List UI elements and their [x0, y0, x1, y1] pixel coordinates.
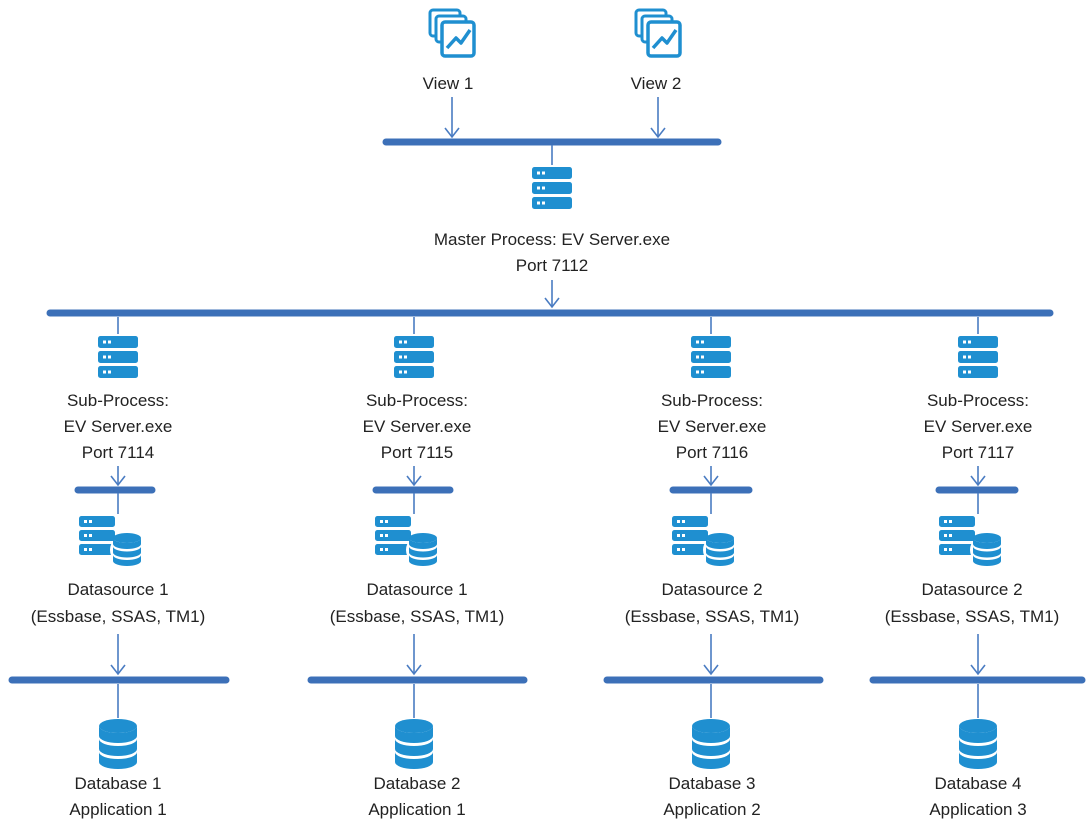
subprocess-1-port: Port 7114	[81, 443, 155, 462]
subprocess-2-exe: EV Server.exe	[362, 417, 472, 436]
datasource-3-arrow	[703, 634, 719, 676]
datasource-4-icon	[939, 516, 1004, 566]
datasource-2-arrow	[406, 634, 422, 676]
subprocess-3-title: Sub-Process:	[660, 391, 764, 410]
view-1-label: View 1	[422, 74, 474, 93]
master-arrow	[544, 280, 560, 309]
master-process-port: Port 7112	[515, 256, 589, 275]
datasource-2-icon	[375, 516, 440, 566]
datasource-3-label: Datasource 2	[661, 580, 763, 599]
subprocess-4-server-icon	[958, 336, 998, 378]
database-4-label: Database 4	[934, 774, 1022, 793]
subprocess-3-port: Port 7116	[675, 443, 749, 462]
view-2-arrow	[650, 97, 666, 139]
datasource-2-types: (Essbase, SSAS, TM1)	[329, 607, 505, 626]
subprocess-1-exe: EV Server.exe	[63, 417, 173, 436]
application-4-label: Application 3	[929, 800, 1027, 819]
datasource-3-icon	[672, 516, 737, 566]
datasource-2-label: Datasource 1	[366, 580, 468, 599]
database-3-icon	[692, 719, 730, 769]
datasource-3-types: (Essbase, SSAS, TM1)	[624, 607, 800, 626]
datasource-4-arrow	[970, 634, 986, 676]
subprocess-4-arrow	[970, 466, 986, 487]
view-1-icon	[428, 8, 476, 58]
datasource-1-types: (Essbase, SSAS, TM1)	[30, 607, 206, 626]
master-process-title: Master Process: EV Server.exe	[433, 230, 671, 249]
subprocess-4-title: Sub-Process:	[926, 391, 1030, 410]
view-2-icon	[634, 8, 682, 58]
subprocess-3-arrow	[703, 466, 719, 487]
subprocess-4-port: Port 7117	[941, 443, 1015, 462]
datasource-1-arrow	[110, 634, 126, 676]
database-1-icon	[99, 719, 137, 769]
datasource-4-label: Datasource 2	[921, 580, 1023, 599]
application-2-label: Application 1	[368, 800, 466, 819]
subprocess-1-title: Sub-Process:	[66, 391, 170, 410]
application-3-label: Application 2	[663, 800, 761, 819]
database-2-label: Database 2	[373, 774, 461, 793]
datasource-4-types: (Essbase, SSAS, TM1)	[884, 607, 1060, 626]
database-1-label: Database 1	[74, 774, 162, 793]
view-2-label: View 2	[630, 74, 682, 93]
subprocess-2-port: Port 7115	[380, 443, 454, 462]
view-1-arrow	[444, 97, 460, 139]
subprocess-1-server-icon	[98, 336, 138, 378]
datasource-1-icon	[79, 516, 144, 566]
subprocess-1-arrow	[110, 466, 126, 487]
subprocess-4-exe: EV Server.exe	[923, 417, 1033, 436]
subprocess-3-exe: EV Server.exe	[657, 417, 767, 436]
subprocess-2-server-icon	[394, 336, 434, 378]
subprocess-2-arrow	[406, 466, 422, 487]
database-2-icon	[395, 719, 433, 769]
database-3-label: Database 3	[668, 774, 756, 793]
database-4-icon	[959, 719, 997, 769]
subprocess-2-title: Sub-Process:	[365, 391, 469, 410]
application-1-label: Application 1	[69, 800, 167, 819]
datasource-1-label: Datasource 1	[67, 580, 169, 599]
master-server-icon	[532, 167, 572, 209]
subprocess-3-server-icon	[691, 336, 731, 378]
